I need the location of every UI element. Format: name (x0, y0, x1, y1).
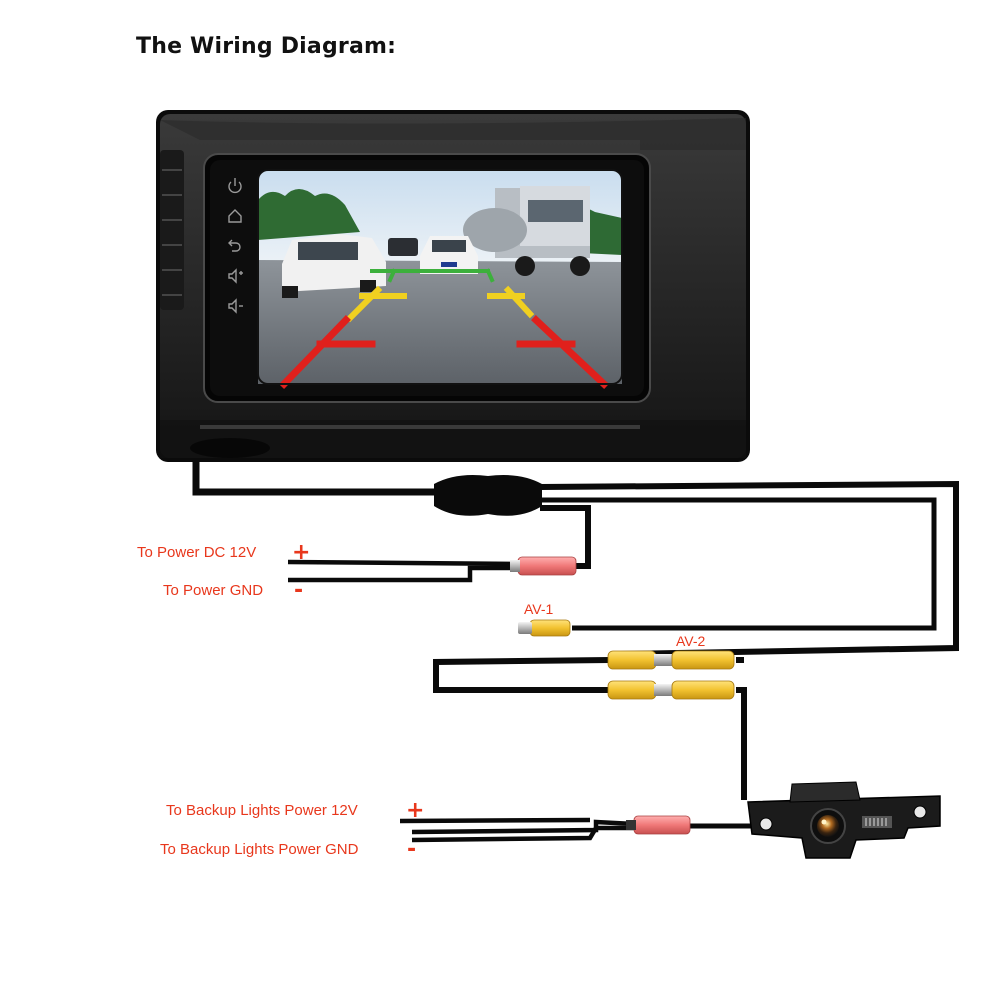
power-plug-camera (626, 815, 691, 835)
label-backup-power: To Backup Lights Power 12V (166, 802, 358, 819)
label-power-gnd-minus: - (294, 578, 303, 603)
label-backup-gnd-minus: - (407, 837, 416, 862)
cables (192, 460, 959, 843)
label-backup-gnd: To Backup Lights Power GND (160, 841, 359, 858)
white-car-left (282, 234, 386, 298)
head-unit (156, 110, 750, 462)
label-backup-power-plus: + (406, 798, 424, 823)
white-car-center (420, 236, 478, 274)
volume-up-icon (228, 268, 243, 284)
truck (463, 186, 590, 276)
cable-junction (434, 475, 542, 516)
power-icon (228, 178, 242, 194)
av2-rca-connectors (607, 650, 735, 700)
head-unit-buttons (228, 178, 243, 314)
label-power-dc: To Power DC 12V (137, 544, 256, 561)
label-av2: AV-2 (676, 633, 706, 649)
power-plug-top (510, 556, 577, 576)
air-vent (160, 150, 184, 310)
camera-view-screen (257, 169, 623, 389)
diagram-title: The Wiring Diagram: (136, 34, 397, 59)
av1-rca-connector (518, 619, 571, 637)
label-av1: AV-1 (524, 601, 554, 617)
label-power-gnd: To Power GND (163, 582, 263, 599)
label-power-dc-plus: + (292, 540, 310, 565)
home-icon (228, 209, 242, 223)
parking-guide-lines (279, 268, 609, 389)
backup-camera (747, 781, 941, 859)
back-icon (228, 239, 241, 252)
volume-down-icon (228, 298, 243, 314)
